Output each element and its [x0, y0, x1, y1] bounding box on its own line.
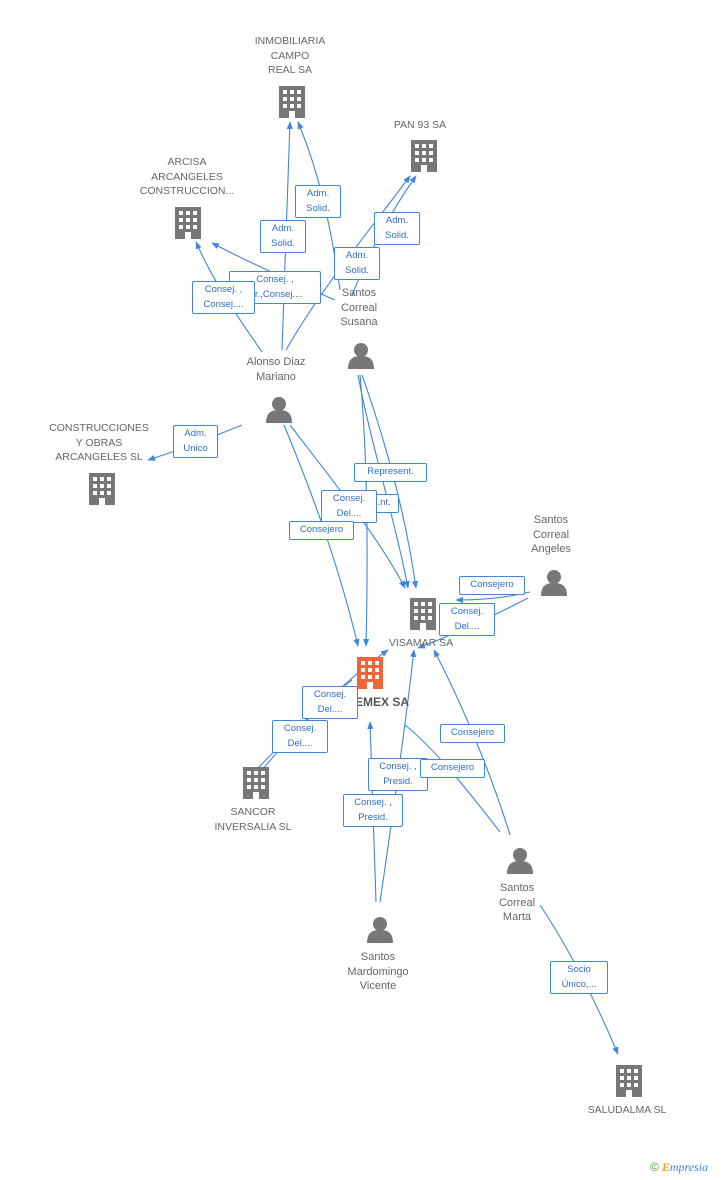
edge-label[interactable]: Consejero	[289, 521, 354, 540]
building-icon[interactable]	[411, 140, 437, 172]
person-label-vicente[interactable]: Santos Mardomingo Vicente	[347, 951, 409, 992]
empresia-logo: © Empresia	[650, 1160, 708, 1175]
company-label-inmobiliaria[interactable]: INMOBILIARIA CAMPO REAL SA	[254, 35, 326, 76]
edge-label[interactable]: Adm. Unico	[173, 425, 218, 458]
edge-label[interactable]: Consej. , Presid.	[343, 794, 403, 827]
copyright-symbol: ©	[650, 1160, 659, 1174]
company-label-visamar[interactable]: VISAMAR SA	[388, 637, 454, 649]
edge-label[interactable]: Consej. , Presid.	[368, 758, 428, 791]
building-icon[interactable]	[175, 207, 201, 239]
building-icon[interactable]	[410, 598, 436, 630]
edge-label[interactable]: Consejero	[459, 576, 525, 595]
person-label-susana[interactable]: Santos Correal Susana	[340, 287, 378, 328]
building-icon[interactable]	[279, 86, 305, 118]
building-icon[interactable]	[616, 1065, 642, 1097]
edge-label[interactable]: Represent.	[354, 463, 427, 482]
person-label-angeles[interactable]: Santos Correal Angeles	[531, 514, 571, 555]
company-label-sancor[interactable]: SANCOR INVERSALIA SL	[214, 806, 292, 833]
company-label-main[interactable]: EMEX SA	[354, 695, 410, 709]
brand-initial: E	[661, 1160, 670, 1174]
edge-susana-visamar-2	[357, 374, 410, 589]
edge-label[interactable]: Consej. Del....	[302, 686, 358, 719]
building-icon[interactable]	[243, 767, 269, 799]
edge-marta-visamar	[433, 649, 511, 836]
edge-label[interactable]: Consej. Del....	[439, 603, 495, 636]
person-label-alonso[interactable]: Alonso Diaz Mariano	[246, 356, 306, 383]
edge-susana-visamar	[361, 374, 419, 589]
company-label-saludalma[interactable]: SALUDALMA SL	[587, 1104, 667, 1116]
person-icon[interactable]	[266, 397, 292, 423]
main-company-building-icon[interactable]	[357, 657, 383, 689]
edge-label[interactable]: Socio Único,...	[550, 961, 608, 994]
edge-label[interactable]: Consej. , Consej....	[192, 281, 255, 314]
edge-label[interactable]: Consejero	[420, 759, 485, 778]
edge-label[interactable]: Consej. Del....	[321, 490, 377, 523]
edge-label[interactable]: Consej. Del....	[272, 720, 328, 753]
person-icon[interactable]	[367, 917, 393, 943]
person-icon[interactable]	[507, 848, 533, 874]
person-label-marta[interactable]: Santos Correal Marta	[498, 882, 536, 923]
edge-label[interactable]: Consejero	[440, 724, 505, 743]
brand-name: mpresia	[669, 1160, 709, 1174]
edge-label[interactable]: Adm. Solid.	[295, 185, 341, 218]
company-label-arcisa[interactable]: ARCISA ARCANGELES CONSTRUCCION...	[139, 156, 235, 197]
building-icon[interactable]	[89, 473, 115, 505]
edge-label[interactable]: Adm. Solid.	[260, 220, 306, 253]
edge-label[interactable]: Adm. Solid.	[374, 212, 420, 245]
person-icon[interactable]	[348, 343, 374, 369]
company-label-construcciones[interactable]: CONSTRUCCIONES Y OBRAS ARCANGELES SL	[49, 422, 149, 463]
edge-label[interactable]: Adm. Solid.	[334, 247, 380, 280]
person-icon[interactable]	[541, 570, 567, 596]
company-label-pan93[interactable]: PAN 93 SA	[393, 119, 447, 131]
